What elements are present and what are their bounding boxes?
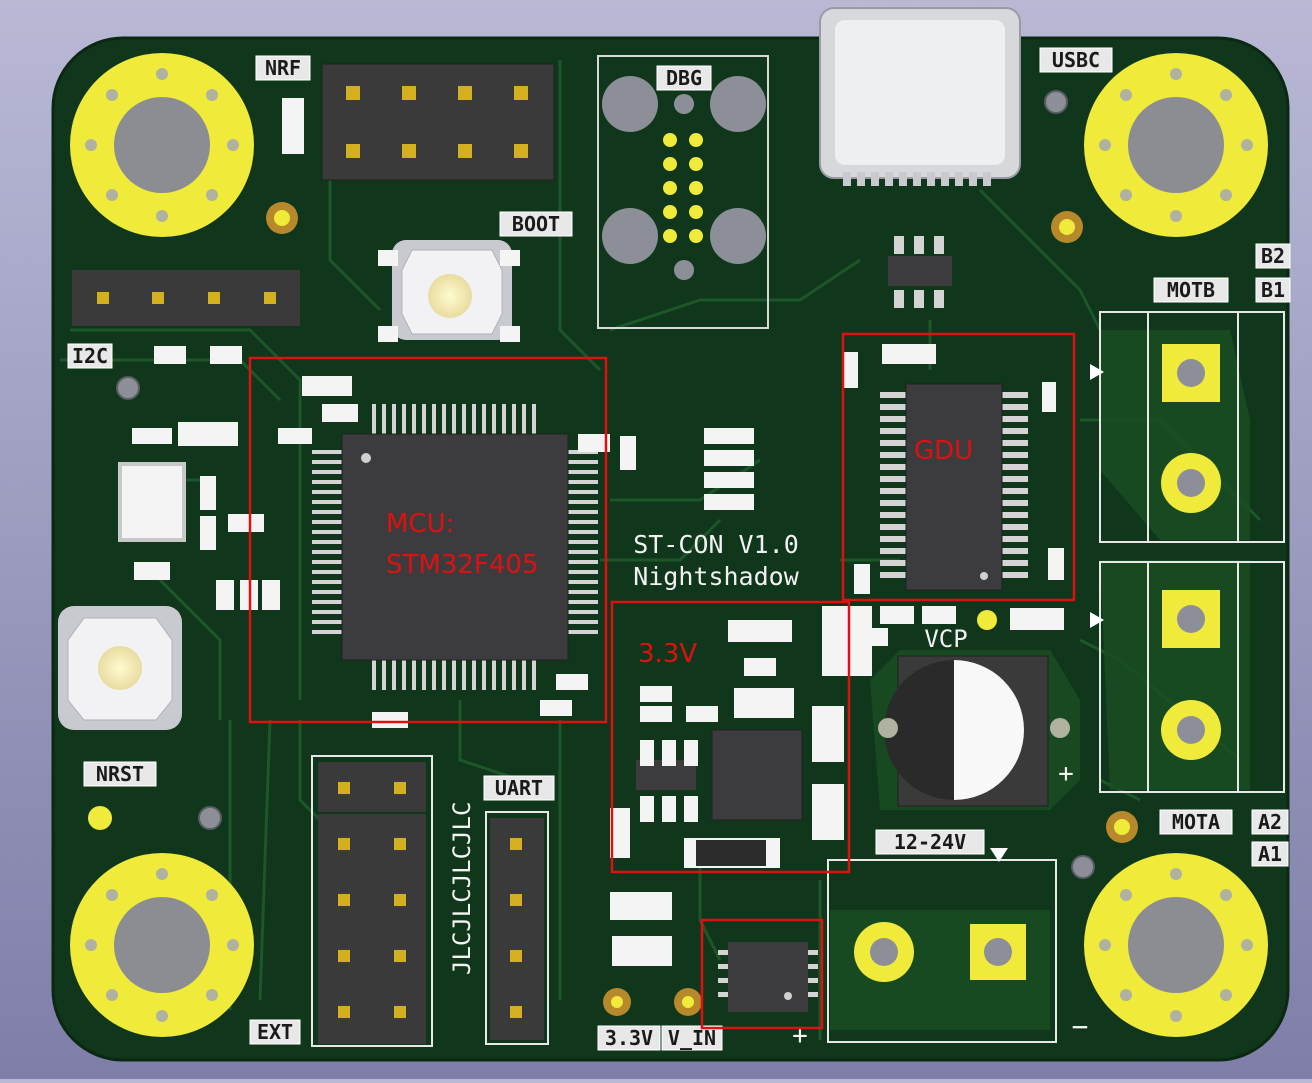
label-mota: MOTA (1172, 810, 1220, 834)
i2c-header (72, 270, 300, 326)
label-ext: EXT (257, 1020, 293, 1044)
nrf-header (321, 63, 555, 181)
nrst-button (58, 606, 182, 730)
label-dbg: DBG (666, 66, 702, 90)
ext-header (311, 755, 433, 1047)
annotation-mcu-line1: MCU: (386, 509, 454, 539)
so8-chip (718, 942, 818, 1012)
power-terminal (827, 848, 1057, 1043)
so8-highlight-box (700, 918, 824, 1030)
annotation-3v3: 3.3V (638, 639, 697, 669)
board-author: Nightshadow (633, 562, 800, 591)
mcu-chip (312, 404, 598, 690)
regulator-highlight-box (610, 600, 851, 874)
dbg-connector (597, 55, 769, 329)
annotation-mcu-line2: STM32F405 (386, 550, 538, 580)
gdu-highlight-box (841, 332, 1076, 602)
test-points (88, 202, 1138, 1016)
mota-terminal (1090, 561, 1285, 793)
label-vcp: VCP (924, 625, 967, 653)
label-3v3: 3.3V (605, 1026, 653, 1050)
mounting-hole-bottom-right (1084, 853, 1268, 1037)
usb-esd-chip (888, 236, 952, 308)
label-minus-power: − (1072, 1010, 1089, 1043)
label-plus-power: + (792, 1021, 808, 1051)
label-b2: B2 (1261, 244, 1285, 268)
regulator-chip (636, 729, 803, 868)
label-nrst: NRST (96, 762, 144, 786)
label-a1: A1 (1258, 842, 1282, 866)
gdu-chip (880, 383, 1028, 591)
label-motb: MOTB (1167, 278, 1215, 302)
smd-passives (132, 98, 1064, 966)
mounting-hole-top-right (1084, 53, 1268, 237)
label-usbc: USBC (1052, 48, 1100, 72)
label-12-24v: 12-24V (894, 830, 966, 854)
mcu-highlight-box (248, 356, 608, 724)
jlc-vertical-text: JLCJLCJLCJLC (448, 802, 476, 975)
vias (116, 90, 1095, 879)
usbc-connector (819, 7, 1021, 186)
label-b1: B1 (1261, 278, 1285, 302)
motb-terminal (1090, 311, 1285, 543)
label-uart: UART (495, 776, 543, 800)
board-title: ST-CON V1.0 (633, 530, 799, 559)
uart-header (485, 811, 549, 1045)
label-vin: V_IN (668, 1026, 716, 1050)
label-a2: A2 (1258, 810, 1282, 834)
crystal (118, 462, 186, 542)
annotation-gdu: GDU (914, 436, 973, 466)
mounting-hole-bottom-left (70, 853, 254, 1037)
label-boot: BOOT (512, 212, 560, 236)
label-i2c: I2C (72, 344, 108, 368)
silkscreen-boxes (67, 47, 1291, 1051)
label-nrf: NRF (265, 56, 301, 80)
label-plus-coin: + (1058, 759, 1074, 789)
coin-cell-holder (878, 655, 1070, 807)
mounting-hole-top-left (70, 53, 254, 237)
boot-button (392, 240, 512, 340)
